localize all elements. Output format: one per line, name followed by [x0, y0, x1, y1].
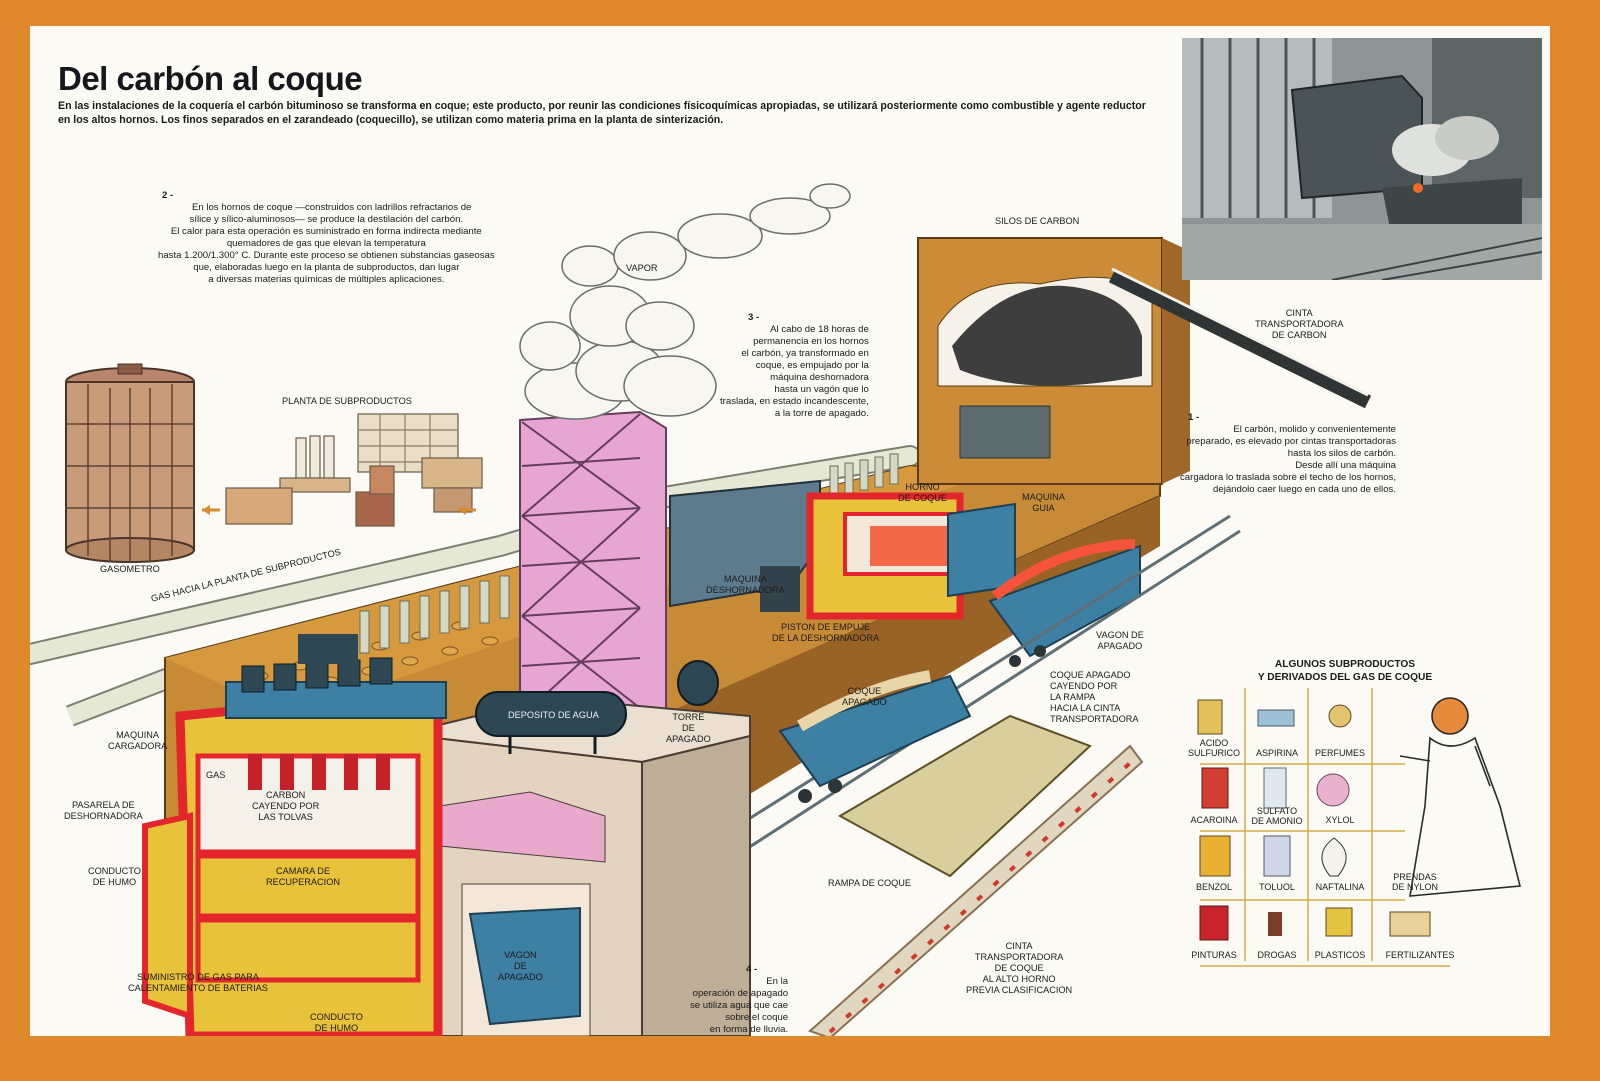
subproduct-8: TOLUOL	[1259, 882, 1295, 892]
note-4-text: En la operación de apagado se utiliza ag…	[690, 976, 789, 1035]
coke-plant-illustration	[30, 183, 1522, 1036]
note-1-number: 1 -	[1188, 412, 1200, 423]
photo-drawing	[1182, 38, 1542, 280]
charging-section	[142, 634, 447, 1036]
subproduct-5: SULFATO DE AMONIO	[1251, 806, 1303, 826]
coal-silo	[917, 237, 1190, 485]
label-gas-supply: SUMINISTRO DE GAS PARA CALENTAMIENTO DE …	[128, 972, 268, 993]
subproduct-2: ASPIRINA	[1255, 748, 1298, 758]
label-coal-conveyor: CINTA TRANSPORTADORA DE CARBON	[1255, 308, 1344, 340]
note-2: 2 -En los hornos de coque —construidos c…	[158, 190, 495, 298]
pusher-machine	[669, 479, 821, 612]
subproduct-10: PINTURAS	[1191, 950, 1237, 960]
note-2-number: 2 -	[162, 190, 174, 201]
label-coal-falling: CARBON CAYENDO POR LAS TOLVAS	[252, 790, 320, 822]
note-4-number: 4 -	[746, 964, 758, 975]
subproduct-nylon: PRENDAS DE NYLON	[1391, 872, 1438, 892]
subproduct-9: NAFTALINA	[1315, 882, 1365, 892]
note-2-text: En los hornos de coque —construidos con …	[158, 202, 495, 285]
label-pusher-piston: PISTON DE EMPUJE DE LA DESHORNADORA	[772, 622, 880, 643]
label-byproducts-plant: PLANTA DE SUBPRODUCTOS	[282, 396, 412, 406]
subproducts-grid	[1200, 688, 1450, 967]
note-3-text: Al cabo de 18 horas de permanencia en lo…	[720, 324, 869, 419]
label-pusher-machine: MAQUINA DESHORNADORA	[706, 574, 785, 595]
label-coke-ramp: RAMPA DE COQUE	[828, 878, 912, 888]
coke-conveyor	[808, 744, 1144, 1036]
intro-text: En las instalaciones de la coquería el c…	[58, 100, 1146, 126]
subproduct-12: PLASTICOS	[1314, 950, 1366, 960]
label-quench-wagon-2: VAGON DE APAGADO	[498, 950, 543, 982]
subproducts-title: ALGUNOS SUBPRODUCTOS Y DERIVADOS DEL GAS…	[1257, 659, 1433, 683]
label-quench-wagon-1: VAGON DE APAGADO	[1096, 630, 1144, 651]
note-1: 1 -El carbón, molido y convenientemente …	[1180, 412, 1396, 508]
label-quenched-coke: COQUE APAGADO	[842, 686, 887, 707]
subproduct-4: ACAROINA	[1190, 815, 1238, 825]
subproduct-7: BENZOL	[1195, 882, 1232, 892]
label-water-tank: DEPOSITO DE AGUA	[508, 710, 599, 720]
subproduct-13: FERTILIZANTES	[1385, 950, 1455, 960]
label-flue-2: CONDUCTO DE HUMO	[310, 1012, 363, 1033]
label-recovery-chamber: CAMARA DE RECUPERACION	[266, 866, 341, 887]
gasometer	[65, 363, 195, 563]
page-title: Del carbón al coque	[58, 60, 363, 97]
note-3-number: 3 -	[748, 312, 760, 323]
subproduct-11: DROGAS	[1257, 950, 1297, 960]
label-silos: SILOS DE CARBON	[995, 216, 1080, 226]
steam-cloud	[519, 183, 851, 420]
water-tank	[475, 660, 719, 754]
label-coke-oven: HORNO DE COQUE	[898, 482, 948, 503]
label-quench-tower: TORRE DE APAGADO	[666, 712, 711, 744]
label-gas: GAS	[206, 770, 226, 780]
label-gasometer: GASOMETRO	[100, 564, 160, 574]
subproduct-1: ACIDO SULFURICO	[1187, 738, 1240, 758]
coal-conveyor	[1108, 269, 1372, 409]
note-1-text: El carbón, molido y convenientemente pre…	[1180, 424, 1396, 495]
label-coke-conveyor: CINTA TRANSPORTADORA DE COQUE AL ALTO HO…	[966, 941, 1073, 995]
coke-plant-photo	[1182, 38, 1542, 280]
label-flue-1: CONDUCTO DE HUMO	[88, 866, 141, 887]
subproduct-3: PERFUMES	[1314, 748, 1365, 758]
page: Del carbón al coque En las instalaciones…	[30, 26, 1550, 1036]
label-coke-falling: COQUE APAGADO CAYENDO POR LA RAMPA HACIA…	[1050, 670, 1139, 724]
woman-with-nylon-illustration	[1399, 697, 1522, 897]
label-vapor: VAPOR	[626, 263, 658, 273]
subproduct-icons	[1197, 699, 1431, 941]
subproduct-6: XYLOL	[1325, 815, 1355, 825]
coke-wagon-2	[778, 670, 972, 803]
label-pusher-walkway: PASARELA DE DESHORNADORA	[64, 800, 143, 821]
coke-ramp	[837, 714, 1092, 878]
note-3: 3 -Al cabo de 18 horas de permanencia en…	[720, 312, 869, 432]
label-charging-machine: MAQUINA CARGADORA	[108, 730, 168, 751]
byproducts-plant	[225, 413, 483, 527]
label-guide-machine: MAQUINA GUIA	[1022, 492, 1065, 513]
note-4: 4 -En la operación de apagado se utiliza…	[690, 964, 788, 1036]
